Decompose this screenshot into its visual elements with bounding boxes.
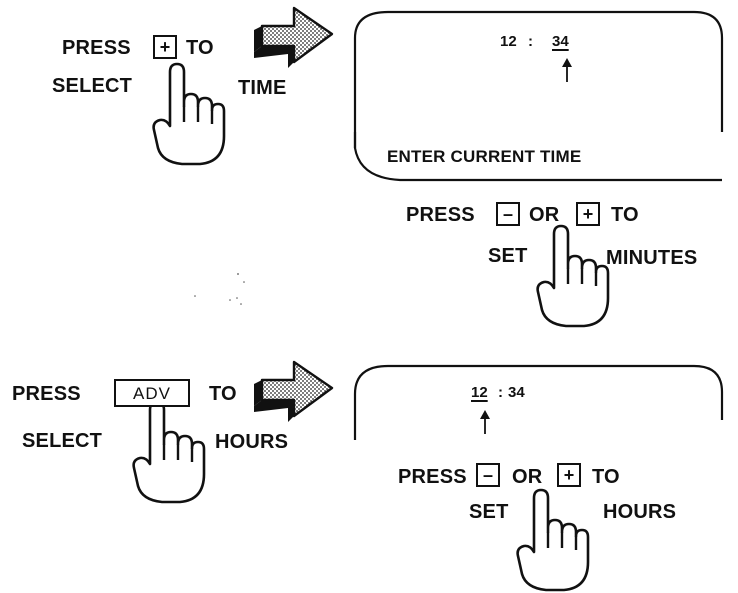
pointing-hand-icon [152,62,226,166]
lcd-panel-outline [353,364,724,440]
target-label: TIME [238,77,287,99]
target-label: HOURS [603,501,677,523]
up-arrow-icon [562,58,572,82]
minus-key[interactable]: – [476,463,500,487]
plus-key[interactable]: + [557,463,581,487]
press-label: PRESS [12,383,81,405]
press-label: PRESS [406,204,475,226]
set-label: SET [469,501,509,523]
minutes-digits: 34 [508,384,525,401]
press-label: PRESS [398,466,467,488]
scan-specks [194,273,245,305]
select-label: SELECT [22,430,103,452]
right-arrow-icon [252,6,334,70]
to-label: TO [592,466,620,488]
plus-key[interactable]: + [153,35,177,59]
lcd-panel-outline [353,10,724,148]
colon: : [528,33,533,50]
target-label: HOURS [215,431,289,453]
hours-digits: 12 [500,33,517,50]
to-label: TO [611,204,639,226]
colon: : [498,384,503,401]
adv-key[interactable]: ADV [114,379,190,407]
or-label: OR [512,466,543,488]
or-label: OR [529,204,560,226]
pointing-hand-icon [132,400,206,504]
press-label: PRESS [62,37,131,59]
lcd-caption: ENTER CURRENT TIME [387,147,582,166]
minutes-digits: 34 [552,33,569,50]
to-label: TO [186,37,214,59]
pointing-hand-icon [516,488,590,592]
select-label: SELECT [52,75,133,97]
plus-key[interactable]: + [576,202,600,226]
right-arrow-icon [252,360,334,424]
hours-digits: 12 [471,384,488,401]
minus-key[interactable]: – [496,202,520,226]
target-label: MINUTES [606,247,698,269]
set-label: SET [488,245,528,267]
to-label: TO [209,383,237,405]
up-arrow-icon [480,410,490,434]
pointing-hand-icon [536,224,610,328]
